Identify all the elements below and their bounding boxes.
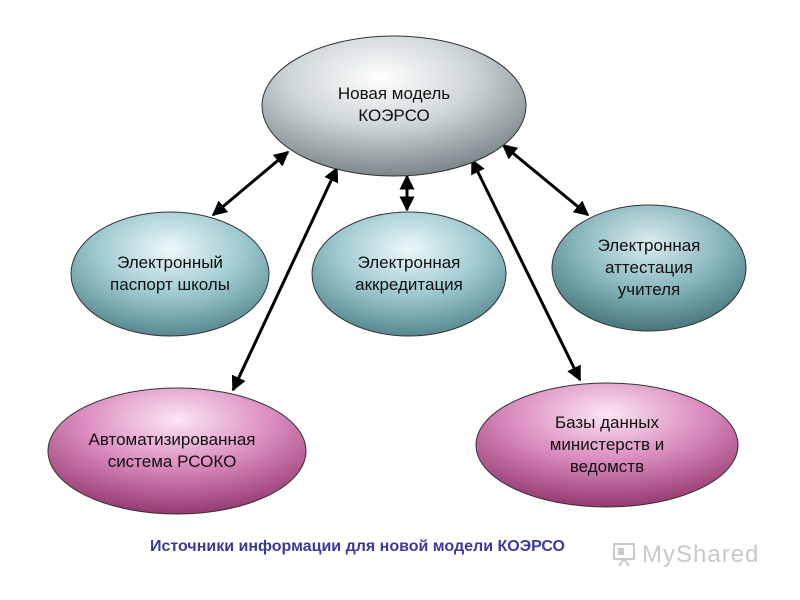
node-databases — [475, 382, 739, 508]
connector-databases — [470, 158, 582, 382]
node-accreditation-label: Электронная аккредитация — [355, 253, 463, 294]
node-accreditation — [311, 211, 507, 337]
connector-passport — [211, 150, 290, 217]
node-attestation — [551, 204, 747, 332]
watermark: MyShared — [612, 541, 759, 569]
node-rsoko — [47, 387, 307, 515]
connector-attestation — [501, 143, 590, 217]
watermark-text: MyShared — [642, 541, 760, 568]
diagram-caption: Источники информации для новой модели КО… — [150, 538, 565, 555]
node-attestation-label: Электронная аттестация учителя — [597, 236, 701, 299]
node-passport-label: Электронный паспорт школы — [110, 253, 230, 294]
node-center-label: Новая модель КОЭРСО — [337, 84, 451, 125]
node-passport — [70, 211, 270, 337]
node-rsoko-label: Автоматизированная система РСОКО — [88, 430, 256, 471]
presentation-logo-icon — [613, 543, 635, 567]
node-databases-label: Базы данных министерств и ведомств — [549, 413, 665, 476]
node-center — [261, 35, 527, 177]
connector-rsoko — [231, 166, 339, 392]
